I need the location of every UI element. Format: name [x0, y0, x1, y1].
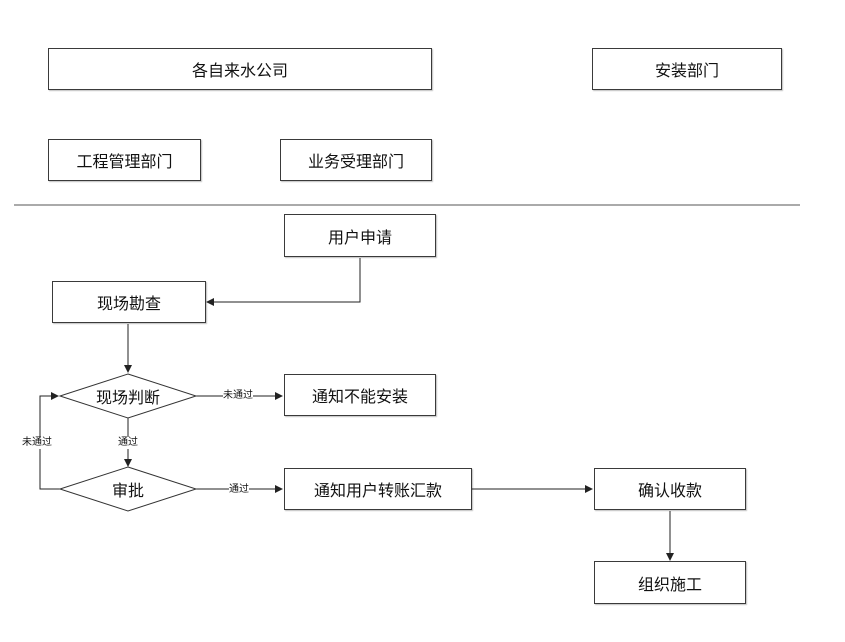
edge-label-pass-approve: 通过	[229, 484, 249, 496]
apply-box: 用户申请	[284, 214, 436, 257]
engineering-dept-box: 工程管理部门	[48, 139, 201, 181]
judge-diamond	[58, 373, 198, 419]
survey-box: 现场勘查	[52, 281, 206, 323]
install-dept-box: 安装部门	[592, 48, 782, 90]
business-dept-box: 业务受理部门	[280, 139, 432, 181]
edge-label-not-pass-judge: 未通过	[223, 390, 253, 402]
approve-label: 审批	[111, 481, 144, 500]
edge-label-pass-judge: 通过	[118, 437, 138, 449]
edge-apply-to-survey	[206, 258, 361, 306]
notify-fail-box: 通知不能安装	[284, 374, 436, 416]
notify-pay-box: 通知用户转账汇款	[284, 468, 472, 510]
company-box: 各自来水公司	[48, 48, 432, 90]
edge-label-not-pass-approve: 未通过	[22, 437, 52, 449]
judge-label: 现场判断	[95, 388, 160, 407]
confirm-box: 确认收款	[594, 468, 746, 510]
construct-box: 组织施工	[594, 561, 746, 604]
approve-diamond	[58, 466, 198, 512]
